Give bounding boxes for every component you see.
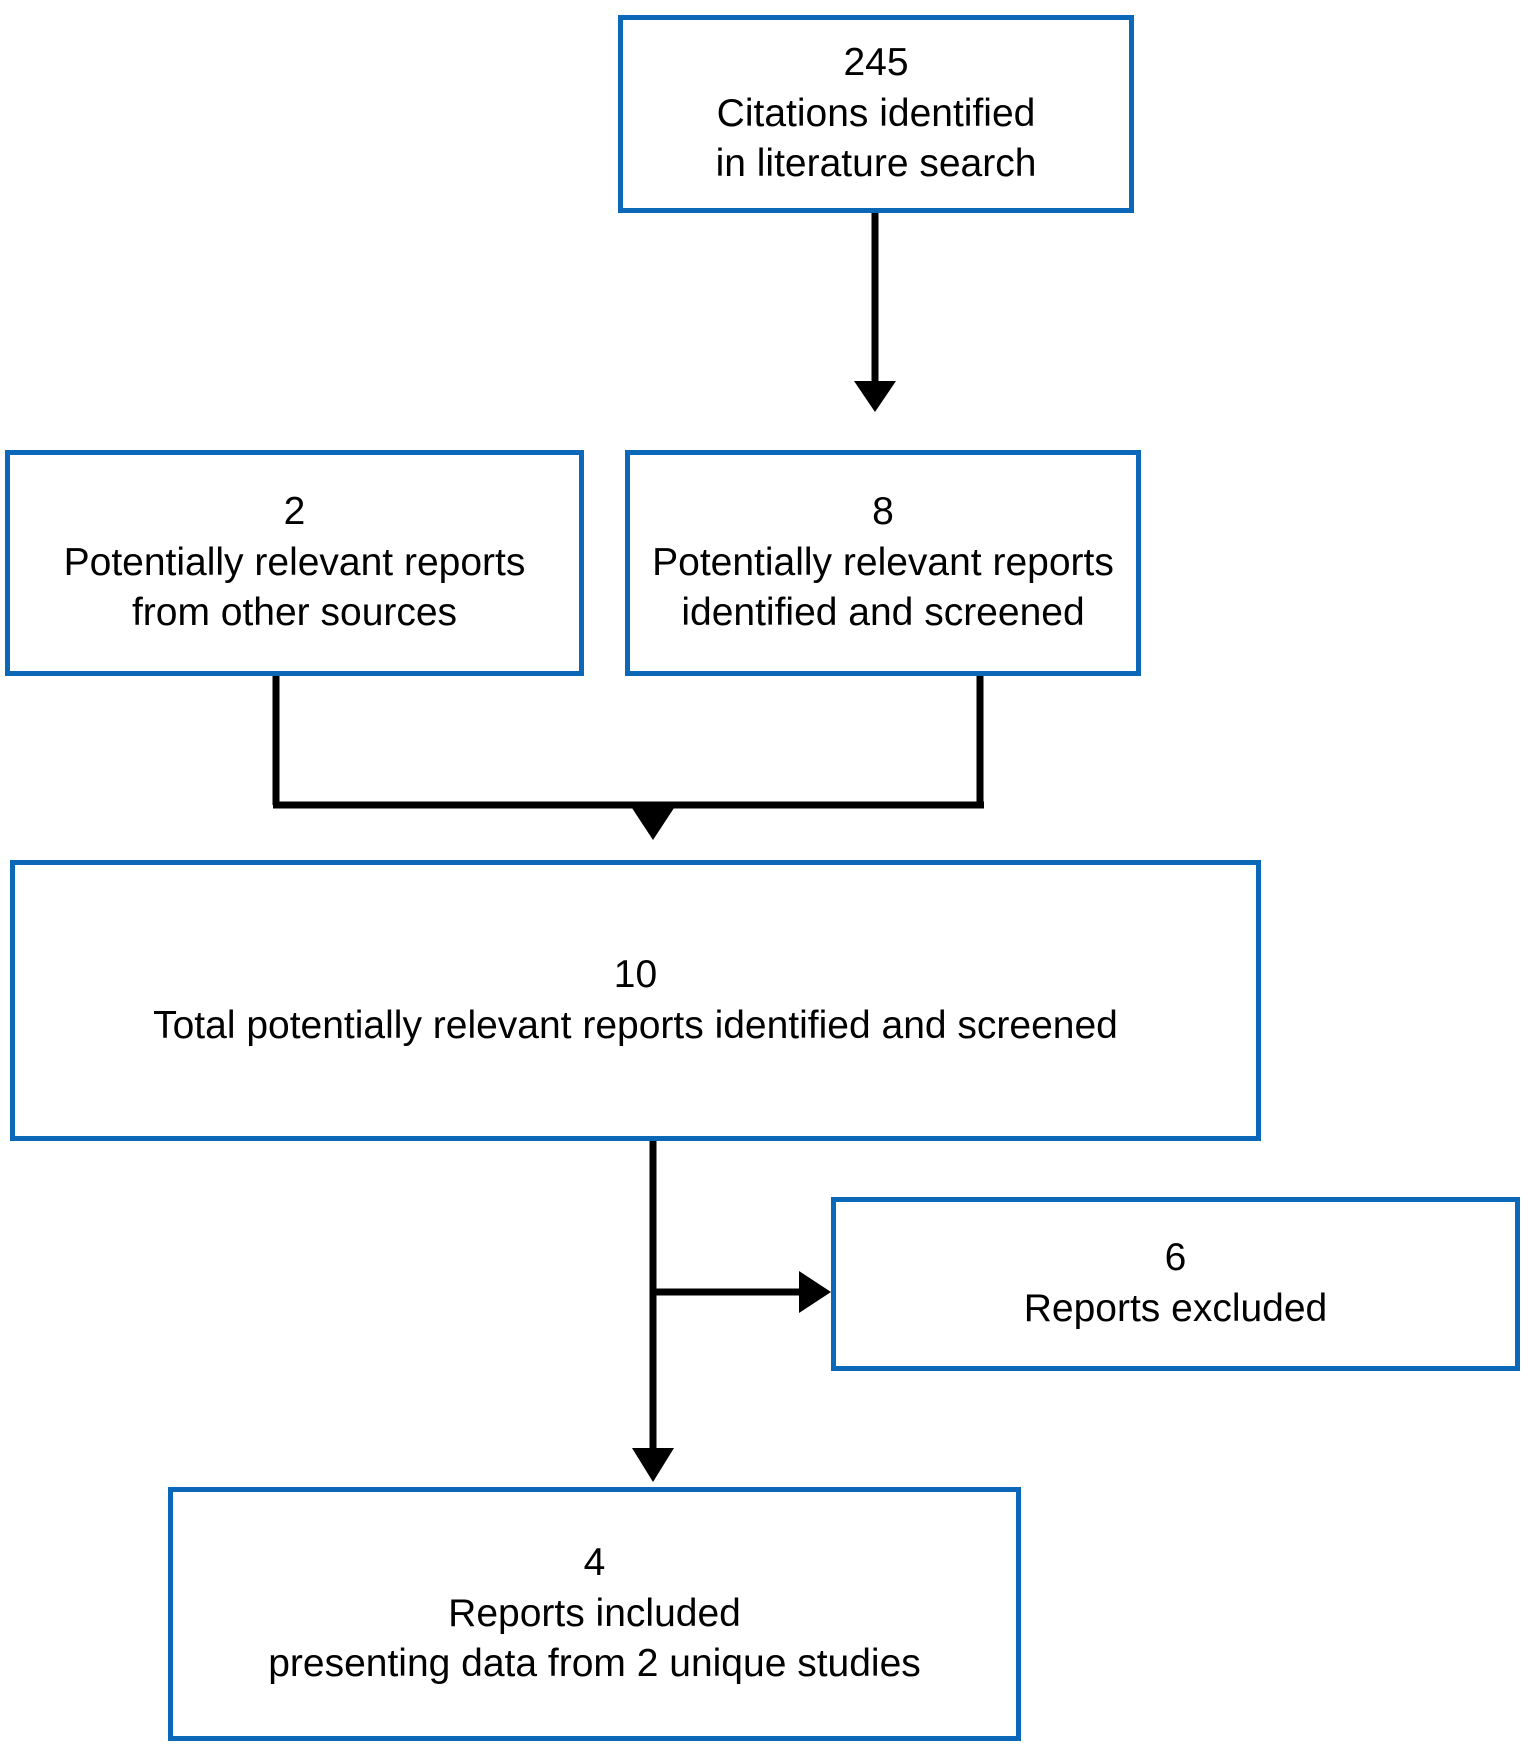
edge-identified-to-screened — [854, 213, 896, 412]
node-line: in literature search — [715, 142, 1037, 186]
node-line: from other sources — [131, 591, 458, 635]
node-count: 8 — [872, 489, 894, 533]
node-citations-identified: 245 Citations identified in literature s… — [618, 15, 1134, 213]
node-line: Potentially relevant reports — [652, 540, 1114, 584]
node-count: 6 — [1164, 1236, 1187, 1280]
node-line: Reports included — [448, 1591, 741, 1635]
node-count: 245 — [843, 40, 909, 84]
node-reports-included: 4 Reports included presenting data from … — [168, 1487, 1021, 1741]
edge-total-to-excluded — [653, 1271, 831, 1313]
node-line: presenting data from 2 unique studies — [268, 1642, 921, 1686]
node-total-reports-screened: 10 Total potentially relevant reports id… — [10, 860, 1261, 1141]
node-line: Citations identified — [716, 91, 1036, 135]
node-line: Potentially relevant reports — [63, 540, 526, 584]
node-line: Reports excluded — [1023, 1287, 1328, 1330]
node-count: 10 — [613, 952, 658, 996]
node-count: 2 — [283, 489, 306, 533]
edge-junction-to-total — [632, 802, 674, 840]
node-count: 4 — [583, 1540, 606, 1584]
node-reports-other-sources: 2 Potentially relevant reports from othe… — [5, 450, 584, 676]
node-reports-excluded: 6 Reports excluded — [831, 1197, 1520, 1371]
node-reports-identified-screened: 8 Potentially relevant reports identifie… — [625, 450, 1141, 676]
node-line: identified and screened — [681, 591, 1085, 635]
node-line: Total potentially relevant reports ident… — [153, 1003, 1118, 1047]
edge-total-trunk — [632, 1141, 674, 1482]
